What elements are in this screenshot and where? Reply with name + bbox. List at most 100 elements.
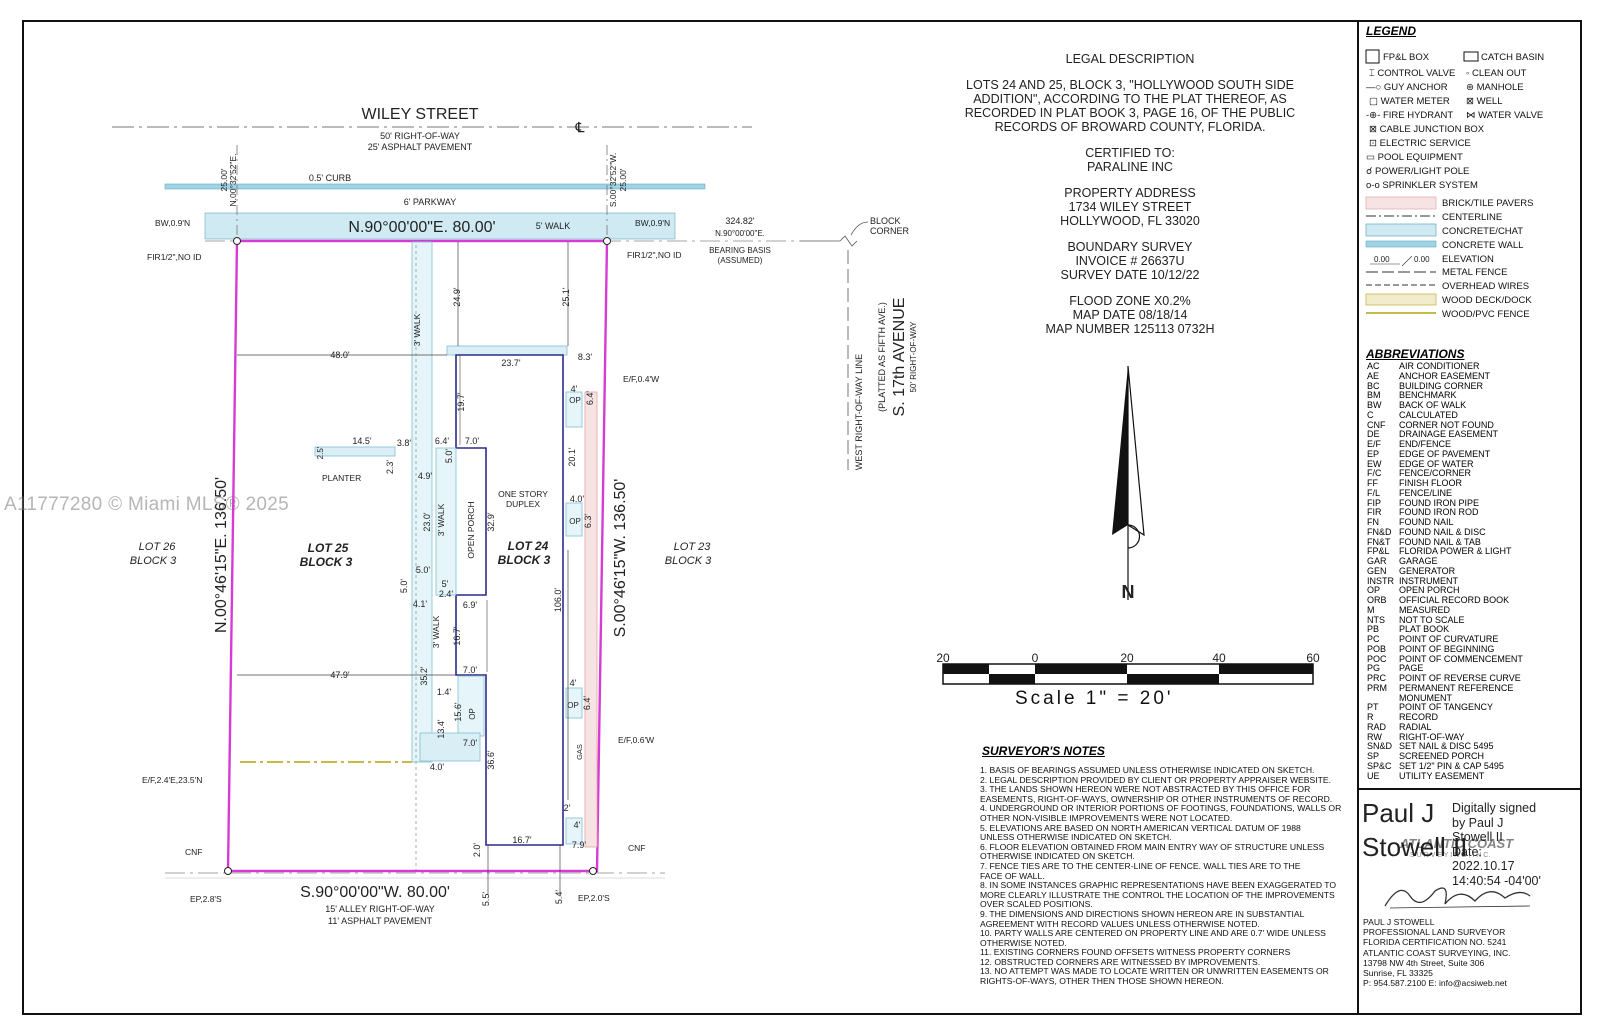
svg-text:35.2': 35.2' (419, 666, 429, 686)
abbreviation-meaning: OFFICIAL RECORD BOOK (1399, 595, 1510, 605)
svg-text:5.0': 5.0' (416, 565, 431, 575)
surveyor-info-line: PROFESSIONAL LAND SURVEYOR (1363, 927, 1506, 938)
company-logo-text: ATLANTIC COAST (1400, 836, 1514, 851)
abbreviation-meaning: FENCE/CORNER (1399, 468, 1472, 479)
svg-text:23.7': 23.7' (501, 358, 521, 368)
svg-text:6' PARKWAY: 6' PARKWAY (404, 197, 457, 207)
note-line: 1. BASIS OF BEARINGS ASSUMED UNLESS OTHE… (980, 765, 1315, 775)
corner-marker-ne (603, 237, 611, 245)
svg-text:24.9': 24.9' (452, 287, 462, 307)
svg-text:20: 20 (936, 651, 950, 665)
abbreviation-code: NTS (1367, 614, 1385, 625)
pavers-strip (584, 391, 598, 848)
svg-text:40: 40 (1212, 651, 1226, 665)
abbreviation-meaning: POINT OF TANGENCY (1399, 702, 1494, 713)
svg-text:2.0': 2.0' (472, 843, 482, 858)
svg-text:EP,2.8'S: EP,2.8'S (190, 894, 222, 904)
centerline-icon: ℄ (575, 119, 585, 135)
note-line: 11. EXISTING CORNERS FOUND OFFSETS WITNE… (980, 947, 1291, 958)
svg-text:5' WALK: 5' WALK (536, 221, 570, 231)
abbreviation-meaning: SET NAIL & DISC 5495 (1399, 741, 1494, 752)
svg-text:5.5': 5.5' (481, 892, 491, 907)
abbreviation-code: PRC (1367, 673, 1387, 683)
abbreviation-code: FN (1367, 517, 1379, 527)
svg-text:3.8': 3.8' (397, 438, 412, 448)
svg-text:2': 2' (564, 803, 571, 813)
abbreviation-meaning: MONUMENT (1399, 692, 1452, 703)
abbreviation-meaning: NOT TO SCALE (1399, 614, 1465, 625)
svg-text:LOT 26: LOT 26 (139, 541, 177, 553)
svg-text:BLOCK 3: BLOCK 3 (300, 555, 353, 569)
svg-text:CORNER: CORNER (870, 226, 910, 236)
abbreviation-code: GEN (1367, 565, 1387, 576)
svg-text:OP: OP (569, 396, 581, 405)
svg-text:60: 60 (1306, 651, 1320, 665)
svg-text:11' ASPHALT PAVEMENT: 11' ASPHALT PAVEMENT (328, 916, 432, 926)
svg-text:BLOCK 3: BLOCK 3 (130, 555, 177, 567)
note-line: 3. THE LANDS SHOWN HEREON WERE NOT ABSTR… (980, 784, 1311, 795)
abbreviation-code: BM (1367, 390, 1381, 401)
legend-title: LEGEND (1366, 24, 1417, 38)
svg-text:0.00: 0.00 (1374, 255, 1390, 264)
svg-text:ONE STORY: ONE STORY (498, 489, 548, 499)
svg-text:3' WALK: 3' WALK (436, 503, 446, 536)
abbreviation-meaning: MEASURED (1399, 604, 1451, 615)
abbreviation-meaning: ANCHOR EASEMENT (1399, 370, 1491, 381)
svg-text:48.0': 48.0' (330, 350, 350, 360)
abbreviation-code: E/F (1367, 439, 1382, 449)
svg-text:4': 4' (574, 820, 581, 830)
svg-text:20: 20 (1120, 651, 1134, 665)
svg-text:E/F,0.6'W: E/F,0.6'W (618, 735, 654, 745)
open-porch-south (457, 675, 485, 737)
surveyor-info-line: ATLANTIC COAST SURVEYING, INC. (1363, 947, 1511, 958)
abbreviation-code: POC (1367, 653, 1387, 664)
abbreviation-meaning: PLAT BOOK (1399, 624, 1450, 635)
svg-text:WEST RIGHT-OF-WAY LINE: WEST RIGHT-OF-WAY LINE (854, 354, 864, 470)
abbreviation-code: BW (1367, 400, 1382, 410)
scale-bar (942, 663, 1314, 685)
svg-text:32.9': 32.9' (486, 512, 496, 532)
svg-text:324.82': 324.82' (725, 216, 755, 226)
drawing-frame (22, 20, 1582, 1015)
svg-text:6.4': 6.4' (435, 436, 450, 446)
abbreviation-code: FP&L (1367, 546, 1390, 557)
abbreviation-code: RAD (1367, 721, 1387, 732)
abbreviation-meaning: CALCULATED (1399, 409, 1458, 420)
open-porch-north (435, 447, 457, 596)
note-line: FACE OF WALL. (980, 870, 1045, 881)
svg-text:25' ASPHALT PAVEMENT: 25' ASPHALT PAVEMENT (368, 142, 473, 152)
svg-text:25.1': 25.1' (561, 287, 571, 307)
svg-text:GAS: GAS (575, 744, 584, 760)
abbreviation-meaning: RECORD (1399, 712, 1439, 722)
note-line: OVER SCALED POSITIONS. (980, 899, 1093, 910)
abbreviation-meaning: PAGE (1399, 663, 1424, 674)
abbreviation-meaning: FOUND NAIL (1399, 517, 1454, 527)
surveyor-info-line: FLORIDA CERTIFICATION NO. 5241 (1363, 937, 1507, 948)
planter (314, 446, 396, 457)
digital-signature: Digitally signed by Paul J Stowell II Da… (1452, 801, 1541, 888)
abbreviation-meaning: GARAGE (1399, 556, 1438, 566)
svg-text:14.5': 14.5' (352, 436, 372, 446)
legend-panel (1357, 20, 1582, 788)
abbreviation-code: RW (1367, 731, 1382, 742)
abbreviation-meaning: CORNER NOT FOUND (1399, 419, 1494, 430)
abbreviation-code: FN&D (1367, 526, 1392, 537)
abbreviation-code: FIR (1367, 507, 1382, 518)
